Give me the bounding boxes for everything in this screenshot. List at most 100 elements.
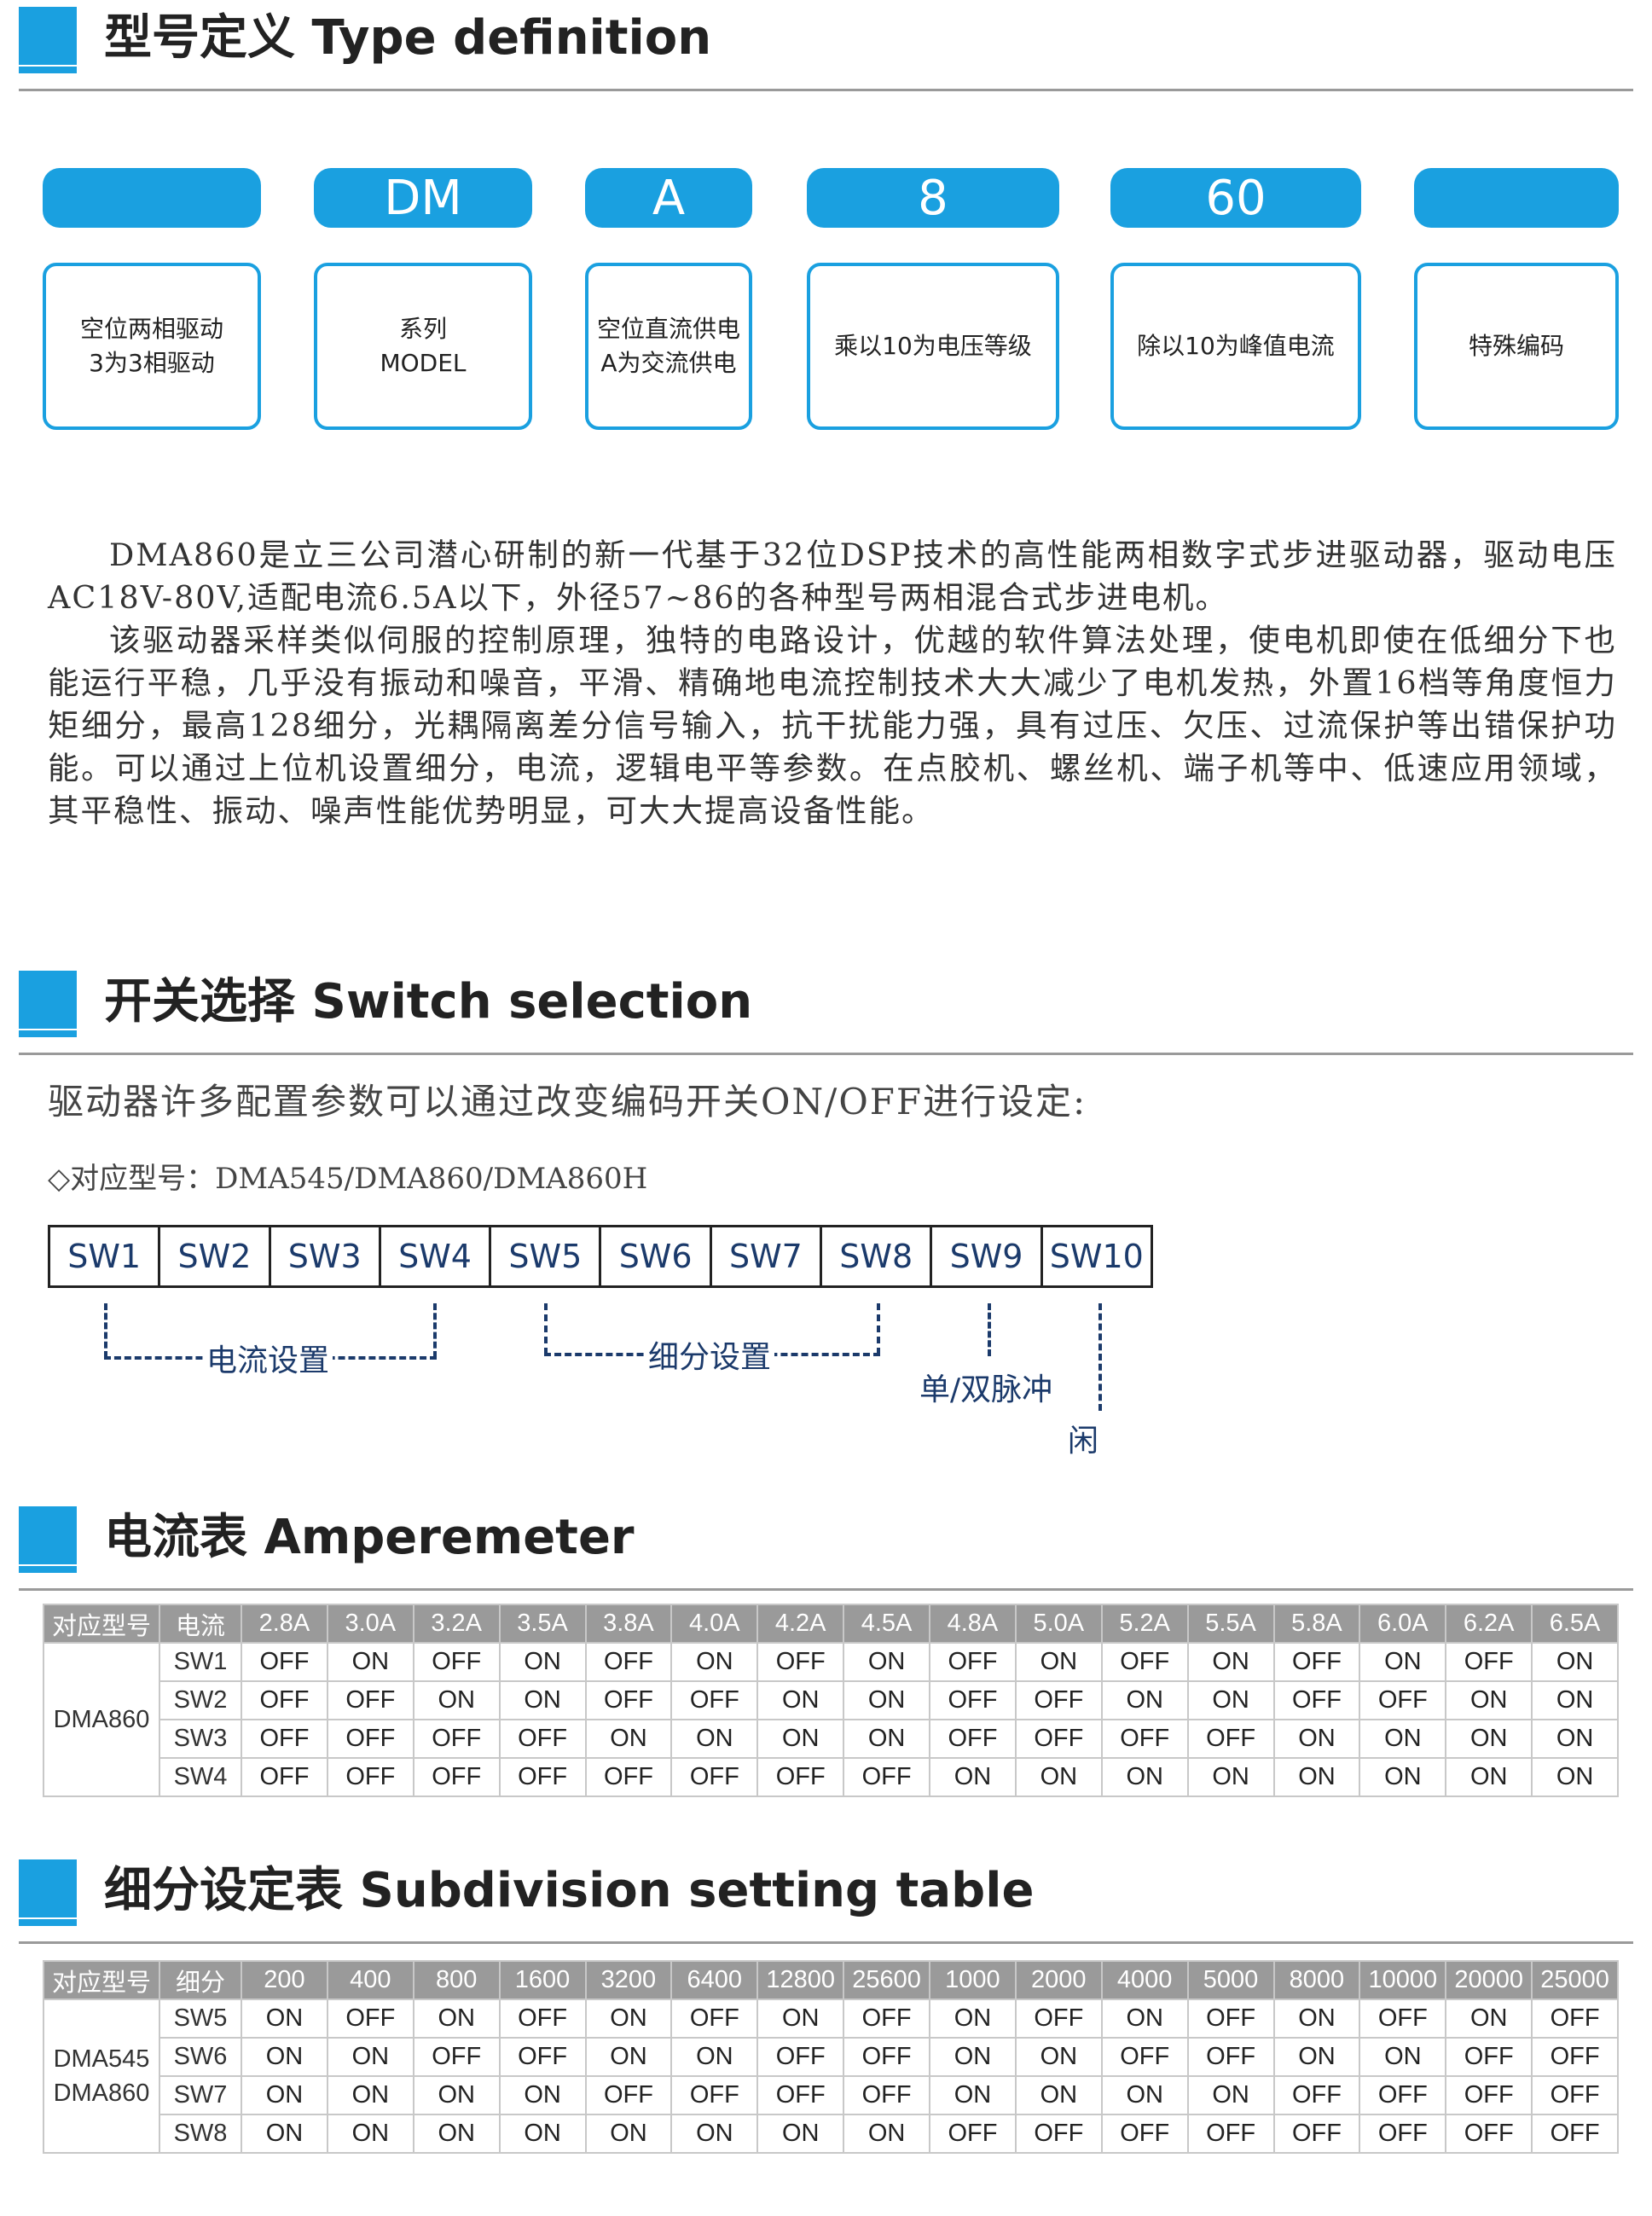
code-pill-special (1414, 168, 1619, 228)
card-text: 空位两相驱动 3为3相驱动 (79, 315, 223, 377)
switch-sw9: SW9 (932, 1227, 1043, 1285)
card-text: 系列 MODEL (380, 315, 467, 377)
switch-state-cell: ON (1445, 1680, 1533, 1720)
switch-state-cell: OFF (498, 2037, 587, 2077)
section-title: 开关选择 Switch selection (104, 974, 753, 1030)
switch-state-cell: ON (843, 2114, 930, 2154)
switch-state-cell: OFF (584, 1680, 673, 1720)
compatible-models: ◇对应型号：DMA545/DMA860/DMA860H (48, 1162, 648, 1196)
section-marker-underline (19, 1919, 77, 1926)
switch-state-cell: OFF (498, 1998, 587, 2039)
header-cell: 25600 (843, 1960, 930, 2000)
header-cell: 3.5A (498, 1604, 587, 1644)
header-cell: 20000 (1445, 1960, 1533, 2000)
switch-state-cell: ON (1186, 1642, 1275, 1682)
switch-state-cell: OFF (1445, 2075, 1533, 2115)
code-pill-current: 60 (1110, 168, 1361, 228)
header-cell: 对应型号 (43, 1960, 160, 2000)
code-pill-voltage: 8 (807, 168, 1059, 228)
switch-state-cell: OFF (1359, 1998, 1447, 2039)
switch-state-cell: OFF (929, 1719, 1017, 1759)
header-cell: 3200 (584, 1960, 673, 2000)
switch-sw10: SW10 (1049, 1238, 1144, 1275)
switch-state-cell: OFF (241, 1757, 328, 1797)
switch-state-cell: OFF (584, 1642, 673, 1682)
switch-name-cell: SW7 (159, 2075, 242, 2115)
bracket-current-right (433, 1303, 437, 1358)
switch-state-cell: OFF (670, 1998, 759, 2039)
section-header-switch-selection: 开关选择 Switch selection (19, 971, 1633, 1055)
header-cell: 6.2A (1445, 1604, 1533, 1644)
header-cell: 4.8A (929, 1604, 1017, 1644)
header-cell: 4.0A (670, 1604, 759, 1644)
section-divider (19, 1941, 1633, 1944)
header-cell: 12800 (756, 1960, 845, 2000)
switch-state-cell: ON (1272, 1998, 1361, 2039)
switch-state-cell: OFF (756, 2075, 845, 2115)
section-title: 细分设定表 Subdivision setting table (104, 1863, 1035, 1918)
section-marker (19, 1506, 77, 1564)
switch-state-cell: OFF (498, 1757, 587, 1797)
code-desc-current: 除以10为峰值电流 (1110, 263, 1361, 430)
switch-state-cell: ON (843, 1719, 930, 1759)
header-cell: 1000 (929, 1960, 1017, 2000)
switch-state-cell: ON (670, 1642, 759, 1682)
bracket-subdiv-right (877, 1303, 880, 1355)
header-cell: 电流 (159, 1604, 242, 1644)
header-cell: 3.2A (412, 1604, 501, 1644)
section-marker-underline (19, 1030, 77, 1037)
switch-state-cell: OFF (929, 2114, 1017, 2154)
switch-sw7: SW7 (712, 1227, 823, 1285)
model-cell: DMA860 (43, 1642, 160, 1797)
switch-state-cell: ON (1186, 1757, 1275, 1797)
switch-state-cell: ON (1272, 2037, 1361, 2077)
section-title: 型号定义 Type definition (104, 10, 712, 66)
switch-state-cell: OFF (1272, 2075, 1361, 2115)
bracket-current-left (104, 1303, 107, 1358)
switch-state-cell: ON (1272, 1719, 1361, 1759)
switch-state-cell: ON (756, 2114, 845, 2154)
section-marker (19, 971, 77, 1029)
header-cell: 25000 (1531, 1960, 1619, 2000)
code-desc-special: 特殊编码 (1414, 263, 1619, 430)
switch-state-cell: ON (498, 1680, 587, 1720)
switch-state-cell: ON (584, 2114, 673, 2154)
section-marker (19, 7, 77, 65)
header-cell: 6400 (670, 1960, 759, 2000)
switch-state-cell: ON (1531, 1719, 1619, 1759)
switch-state-cell: OFF (756, 1757, 845, 1797)
switch-state-cell: ON (1445, 1719, 1533, 1759)
code-desc-series: 系列 MODEL (314, 263, 532, 430)
switch-state-cell: ON (1531, 1680, 1619, 1720)
switch-state-cell: OFF (1014, 1719, 1103, 1759)
switch-state-cell: ON (1359, 1642, 1447, 1682)
switch-sw4: SW4 (381, 1227, 492, 1285)
switch-state-cell: OFF (1100, 1719, 1189, 1759)
switch-state-cell: OFF (241, 1680, 328, 1720)
switch-state-cell: ON (1100, 1680, 1189, 1720)
switch-state-cell: ON (756, 1998, 845, 2039)
switch-sw5: SW5 (491, 1227, 602, 1285)
switch-state-cell: ON (843, 1642, 930, 1682)
switch-state-cell: OFF (756, 1642, 845, 1682)
switch-state-cell: OFF (584, 2075, 673, 2115)
section-header-amperemeter: 电流表 Amperemeter (19, 1506, 1633, 1591)
switch-state-cell: OFF (326, 1680, 414, 1720)
switch-state-cell: ON (670, 2114, 759, 2154)
switch-state-cell: ON (412, 1680, 501, 1720)
switch-state-cell: OFF (1531, 1998, 1619, 2039)
card-text: 乘以10为电压等级 (834, 332, 1032, 360)
switch-state-cell: OFF (670, 1680, 759, 1720)
code-desc-supply: 空位直流供电 A为交流供电 (585, 263, 752, 430)
pulse-mode-label: 单/双脉冲 (919, 1372, 1053, 1407)
model-cell: DMA545 DMA860 (43, 1998, 160, 2154)
switch-sw6: SW6 (601, 1227, 712, 1285)
switch-state-cell: OFF (1186, 2037, 1275, 2077)
header-cell: 6.0A (1359, 1604, 1447, 1644)
